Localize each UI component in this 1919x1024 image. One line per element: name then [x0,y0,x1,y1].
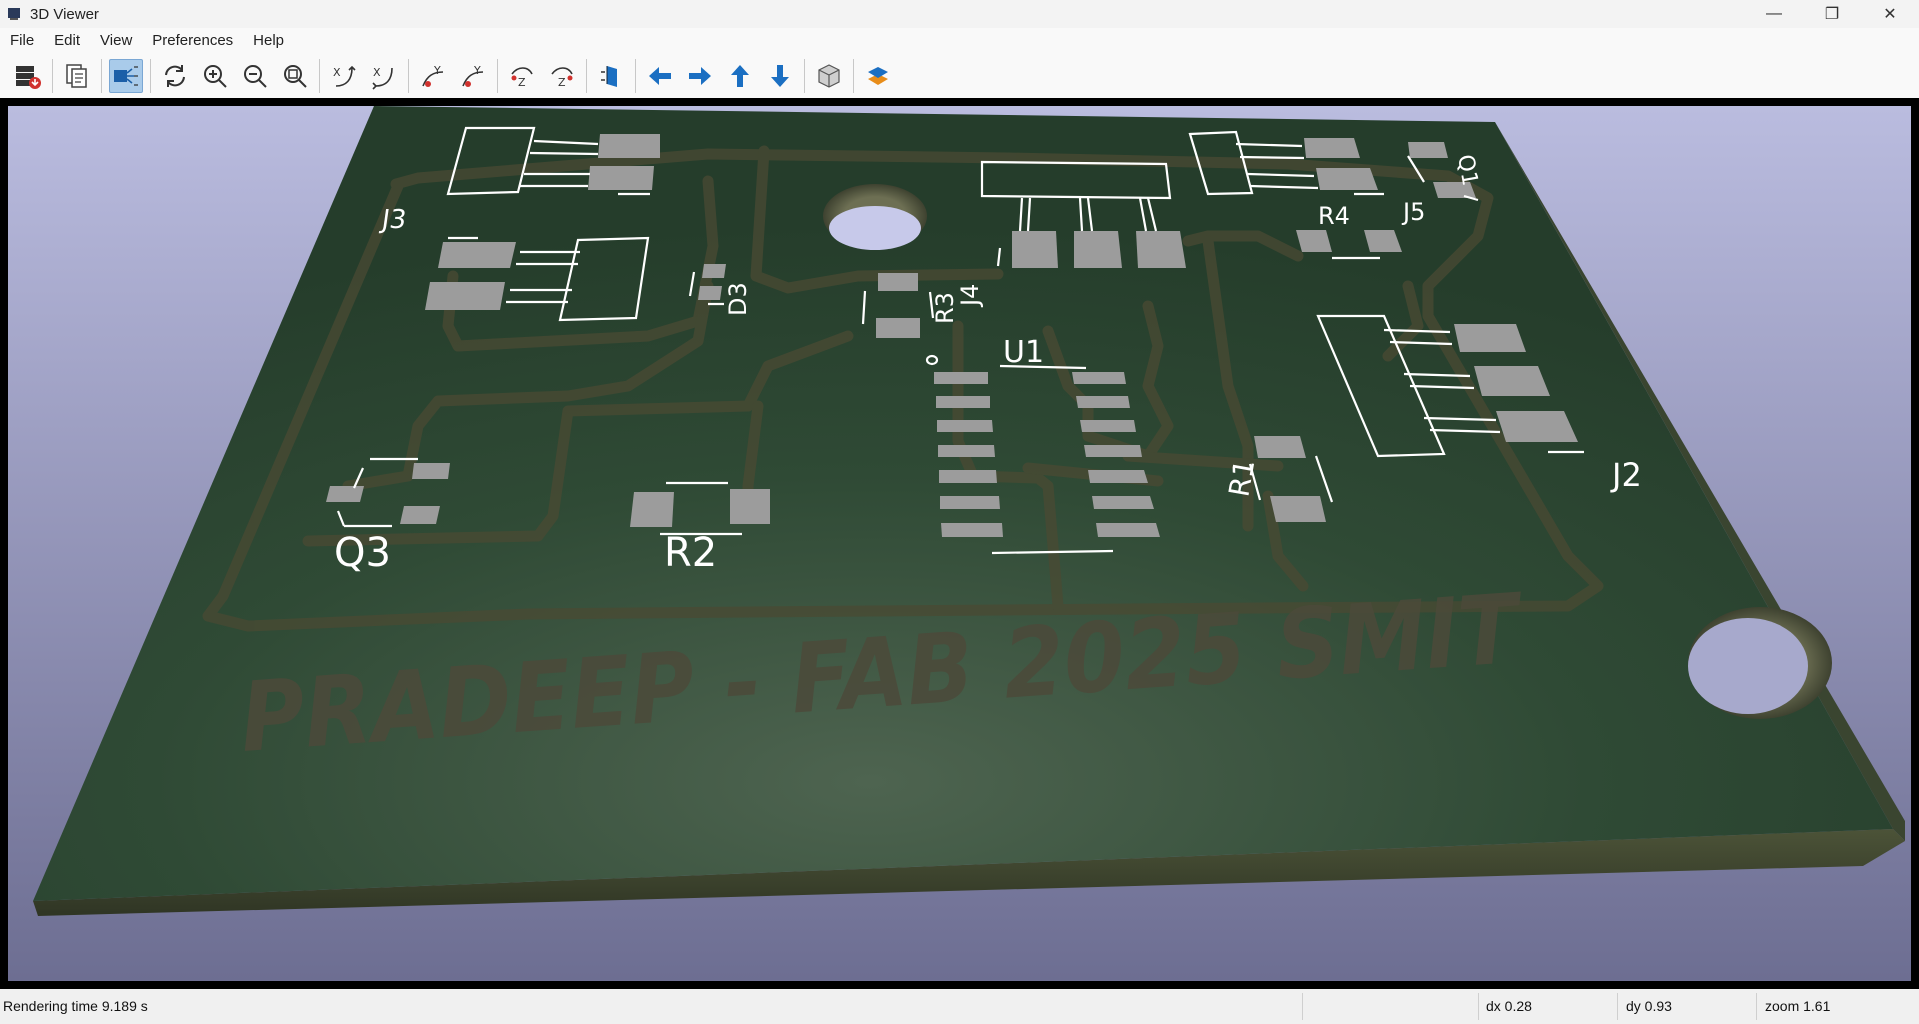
silk-label-j3: J3 [378,205,408,235]
zoom-fit-button[interactable] [278,59,312,93]
zoom-out-button[interactable] [238,59,272,93]
silk-label-j4: J4 [956,284,984,308]
3d-viewport[interactable]: J3 D3 R3 J4 U1 R4 J5 Q1 J2 R1 Q3 R2 PRAD… [0,98,1919,989]
flip-board-button[interactable] [594,59,628,93]
raytracing-toggle-button[interactable] [109,59,143,93]
rotate-z-ccw-button[interactable]: Z [545,59,579,93]
zoom-in-icon [204,65,227,88]
pan-left-button[interactable] [643,59,677,93]
rotate-x-ccw-icon: X [372,66,393,90]
minimize-button[interactable]: — [1766,5,1782,22]
status-dx: dx 0.28 [1486,998,1532,1014]
copy-icon [66,64,87,88]
silkscreen-outlines [336,126,1584,555]
menu-preferences[interactable]: Preferences [152,32,234,49]
arrow-left-icon [649,67,671,85]
svg-text:Y: Y [433,64,441,77]
silk-label-q1: Q1 [1452,153,1482,188]
pan-down-button[interactable] [763,59,797,93]
mounting-hole-bottom-right [1688,607,1832,719]
svg-text:X: X [333,66,341,79]
silk-label-r1: R1 [1222,457,1261,499]
render-options-button[interactable] [11,59,45,93]
rotate-x-cw-button[interactable]: X [327,59,361,93]
raytracing-icon [114,66,138,86]
toolbar-separator [408,59,409,93]
toolbar-separator [52,59,53,93]
layers-button[interactable] [861,59,895,93]
silk-label-r4: R4 [1318,202,1350,230]
rotate-y-ccw-icon: Y [462,64,484,87]
pcb-scene[interactable]: J3 D3 R3 J4 U1 R4 J5 Q1 J2 R1 Q3 R2 PRAD… [8,106,1911,981]
flip-board-icon [601,66,617,87]
silkscreen-labels: J3 D3 R3 J4 U1 R4 J5 Q1 J2 R1 Q3 R2 [334,153,1642,576]
status-divider [1478,993,1479,1020]
layers-icon [868,67,888,85]
silk-label-u1: U1 [1003,335,1044,370]
smd-pads [326,134,1578,537]
status-divider [1756,993,1757,1020]
arrow-right-icon [689,67,711,85]
status-bar: Rendering time 9.189 s dx 0.28 dy 0.93 z… [0,989,1919,1024]
window-title: 3D Viewer [30,5,99,23]
toolbar-separator [497,59,498,93]
silk-label-r2: R2 [664,530,717,576]
silk-label-j2: J2 [1610,456,1642,494]
app-icon [8,8,20,20]
zoom-out-icon [244,65,267,88]
status-divider [1302,993,1303,1020]
mounting-hole-top [823,184,927,250]
maximize-button[interactable]: ❐ [1824,6,1840,23]
menu-bar: File Edit View Preferences Help [0,28,1919,54]
menu-view[interactable]: View [100,32,133,49]
svg-text:Z: Z [518,76,526,89]
zoom-fit-icon [284,65,307,88]
rotate-y-cw-button[interactable]: Y [416,59,450,93]
arrow-down-icon [771,65,789,87]
rotate-z-ccw-icon: Z [551,67,573,89]
reload-icon [165,65,185,87]
svg-text:X: X [373,66,381,79]
board-edge [33,829,1905,916]
toolbar-separator [635,59,636,93]
title-bar: 3D Viewer — ❐ ✕ [0,0,1919,28]
rendering-time: Rendering time 9.189 s [3,998,148,1014]
toolbar-separator [804,59,805,93]
silk-label-r3: R3 [931,292,959,324]
toolbar-separator [853,59,854,93]
toolbar-separator [319,59,320,93]
zoom-in-button[interactable] [198,59,232,93]
silk-label-j5: J5 [1401,198,1425,226]
close-button[interactable]: ✕ [1883,6,1897,23]
silk-label-q3: Q3 [334,530,391,576]
svg-text:Z: Z [558,76,566,89]
menu-file[interactable]: File [10,32,35,49]
cube-icon [818,64,840,88]
status-dy: dy 0.93 [1626,998,1672,1014]
toolbar-separator [101,59,102,93]
status-zoom: zoom 1.61 [1765,998,1831,1014]
rotate-z-cw-button[interactable]: Z [505,59,539,93]
toolbar-separator [586,59,587,93]
toolbar: X X Y Y Z Z [0,54,1919,98]
rotate-z-icon: Z [511,67,533,89]
copy-image-button[interactable] [60,59,94,93]
pan-up-button[interactable] [723,59,757,93]
silk-label-d3: D3 [724,282,752,316]
rotate-x-icon: X [333,65,356,87]
toolbar-separator [150,59,151,93]
rotate-y-ccw-button[interactable]: Y [456,59,490,93]
reload-button[interactable] [158,59,192,93]
orthographic-button[interactable] [812,59,846,93]
menu-help[interactable]: Help [253,32,285,49]
pan-right-button[interactable] [683,59,717,93]
status-divider [1617,993,1618,1020]
rotate-y-icon: Y [422,64,444,87]
svg-text:Y: Y [473,64,481,77]
menu-edit[interactable]: Edit [54,32,81,49]
render-options-icon [16,66,41,89]
rotate-x-ccw-button[interactable]: X [367,59,401,93]
arrow-up-icon [731,65,749,87]
